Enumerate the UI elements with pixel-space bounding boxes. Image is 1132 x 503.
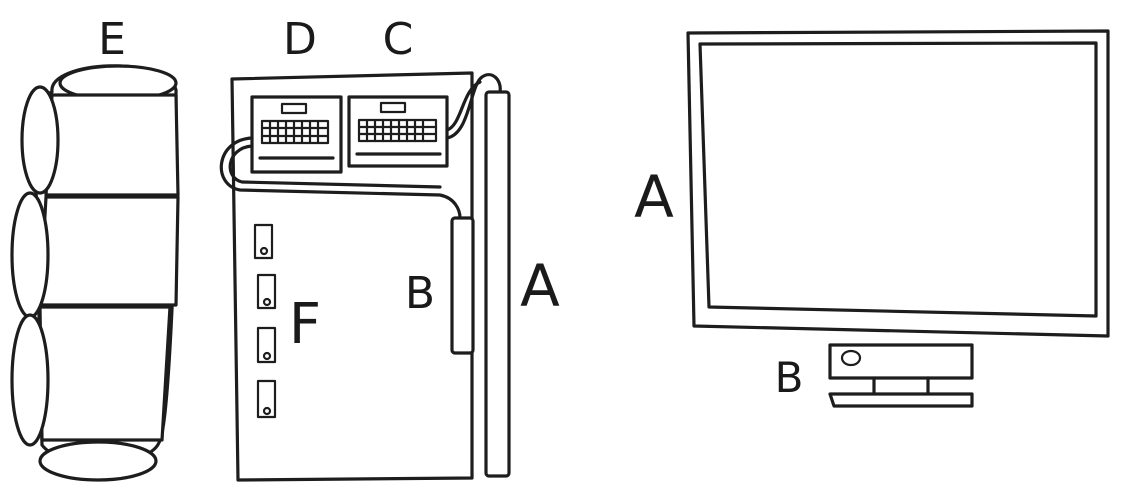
label-laptop-c: C	[383, 14, 414, 65]
cable-right-laptop-inner	[445, 80, 482, 132]
label-laptop-d: D	[283, 14, 317, 65]
label-tv-box-b: B	[775, 353, 804, 402]
phones	[253, 223, 277, 419]
label-power-strip-b: B	[405, 268, 435, 319]
desk	[219, 71, 511, 482]
sofa	[10, 64, 180, 482]
sofa-cushion-2	[38, 195, 180, 307]
tv	[686, 29, 1110, 338]
label-tv-a: A	[634, 163, 674, 231]
cable-left-laptop	[219, 136, 462, 220]
phone-3	[256, 326, 277, 364]
cable-left-laptop-inner	[228, 144, 442, 189]
sofa-back-segment-1	[20, 85, 60, 195]
label-sofa: E	[98, 14, 126, 65]
long-strip	[484, 90, 511, 478]
phone-1	[253, 223, 274, 260]
tv-screen	[698, 41, 1098, 318]
sofa-cushion-3	[38, 305, 172, 442]
label-long-strip-a: A	[520, 252, 560, 320]
power-strip-device	[450, 216, 475, 355]
sofa-cushion-1	[44, 93, 180, 197]
sofa-back-segment-2	[10, 191, 50, 319]
sofa-bottom-armrest	[38, 440, 158, 482]
laptop-d	[250, 95, 343, 174]
tv-outer-frame	[686, 29, 1110, 338]
desk-outline	[230, 71, 474, 482]
tv-box	[828, 343, 974, 408]
cable-right-laptop	[445, 73, 502, 140]
phone-4	[256, 379, 277, 419]
sofa-back-segment-3	[10, 313, 50, 447]
phone-2	[256, 273, 277, 310]
label-phones-f: F	[289, 292, 321, 357]
laptop-c	[347, 95, 449, 168]
